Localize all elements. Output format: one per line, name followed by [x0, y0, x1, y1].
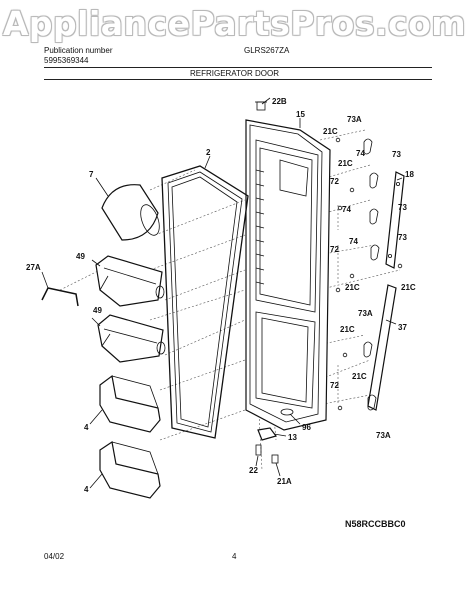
label-7: 7: [89, 170, 94, 179]
label-73-3: 73: [398, 233, 407, 242]
label-73a-mid: 73A: [358, 309, 373, 318]
bin-handle-27a: [41, 287, 79, 307]
label-73a-top: 73A: [347, 115, 362, 124]
dairy-cover: [101, 184, 160, 241]
bottom-hinge-parts: [255, 408, 294, 464]
door-gasket: [161, 165, 249, 439]
label-74-1: 74: [356, 149, 365, 158]
label-22b: 22B: [272, 97, 287, 106]
label-13: 13: [288, 433, 297, 442]
watermark-logo: AppliancePartsPros.com: [2, 4, 467, 43]
screws-21c: [335, 137, 403, 411]
label-72-1: 72: [330, 177, 339, 186]
label-73a-bot: 73A: [376, 431, 391, 440]
door-bin-middle: [97, 314, 166, 363]
door-bin-upper: [95, 255, 165, 307]
label-4-1: 4: [84, 423, 89, 432]
footer-date: 04/02: [44, 552, 65, 561]
door-bin-bottom: [99, 440, 161, 499]
model-number: GLRS267ZA: [244, 46, 290, 55]
label-37: 37: [398, 323, 407, 332]
label-96: 96: [302, 423, 311, 432]
label-21c-4: 21C: [401, 283, 416, 292]
label-4-2: 4: [84, 485, 89, 494]
footer-page: 4: [232, 552, 237, 561]
label-18: 18: [405, 170, 414, 179]
label-21c-5: 21C: [340, 325, 355, 334]
part-labels: 22B 15 73A 21C 74 73 21C 18 2 7 72 74 73…: [26, 97, 416, 494]
publication-number: 5995369344: [44, 56, 89, 65]
label-74-2: 74: [342, 205, 351, 214]
label-21c-2: 21C: [338, 159, 353, 168]
leader-lines: [41, 97, 403, 489]
door-bin-lower: [99, 374, 161, 433]
label-74-3: 74: [349, 237, 358, 246]
label-21c-6: 21C: [352, 372, 367, 381]
label-15: 15: [296, 110, 305, 119]
label-49-2: 49: [93, 306, 102, 315]
label-21c-1: 21C: [323, 127, 338, 136]
diagram-code: N58RCCBBC0: [345, 519, 406, 529]
title-rule: [44, 79, 432, 80]
handle-37: [367, 284, 397, 411]
label-72-2: 72: [330, 245, 339, 254]
label-21c-3: 21C: [345, 283, 360, 292]
label-72-3: 72: [330, 381, 339, 390]
label-27a: 27A: [26, 263, 41, 272]
clips-73: [363, 138, 380, 411]
label-22: 22: [249, 466, 258, 475]
label-49-1: 49: [76, 252, 85, 261]
header-rule: [44, 67, 432, 68]
label-73-1: 73: [392, 150, 401, 159]
label-21a: 21A: [277, 477, 292, 486]
door-assembly: [245, 119, 331, 431]
screw-22b: [255, 101, 267, 111]
handle-18: [385, 171, 405, 269]
label-73-2: 73: [398, 203, 407, 212]
label-2: 2: [206, 148, 211, 157]
publication-label: Publication number: [44, 46, 113, 55]
section-title: REFRIGERATOR DOOR: [189, 69, 280, 78]
